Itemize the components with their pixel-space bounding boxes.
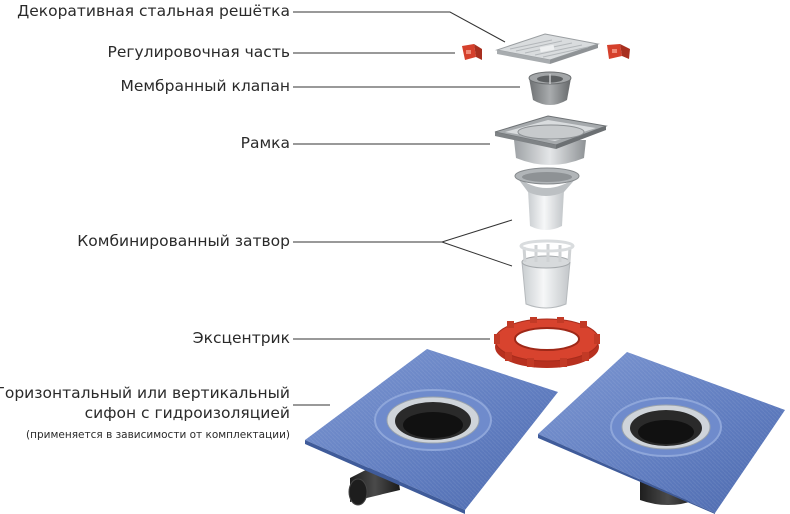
membrane-valve	[528, 71, 572, 105]
leader-combined-trap-a	[293, 219, 513, 243]
label-combined-trap: Комбинированный затвор	[77, 232, 290, 250]
adjuster-left	[462, 44, 482, 60]
horizontal-siphon	[305, 349, 558, 514]
label-eccentric: Эксцентрик	[192, 329, 290, 347]
steel-grate	[495, 33, 600, 64]
label-siphon-line1: Горизонтальный или вертикальный	[0, 384, 290, 402]
combined-trap-upper	[514, 167, 580, 230]
label-siphon-line2: сифон с гидроизоляцией	[84, 404, 290, 422]
adjuster-parts	[462, 44, 630, 60]
label-frame: Рамка	[240, 134, 290, 152]
leader-combined-trap-b	[441, 241, 513, 267]
label-adjuster: Регулировочная часть	[107, 43, 290, 61]
eccentric-ring	[494, 317, 600, 368]
label-siphon-note: (применяется в зависимости от комплектац…	[26, 429, 290, 441]
combined-trap-lower	[519, 239, 575, 309]
label-membrane-valve: Мембранный клапан	[120, 77, 290, 95]
vertical-siphon	[538, 352, 785, 514]
frame	[494, 115, 608, 165]
leader-lines	[293, 11, 520, 406]
adjuster-right	[607, 44, 630, 59]
leader-grate	[293, 11, 506, 43]
label-grate: Декоративная стальная решётка	[17, 2, 290, 20]
